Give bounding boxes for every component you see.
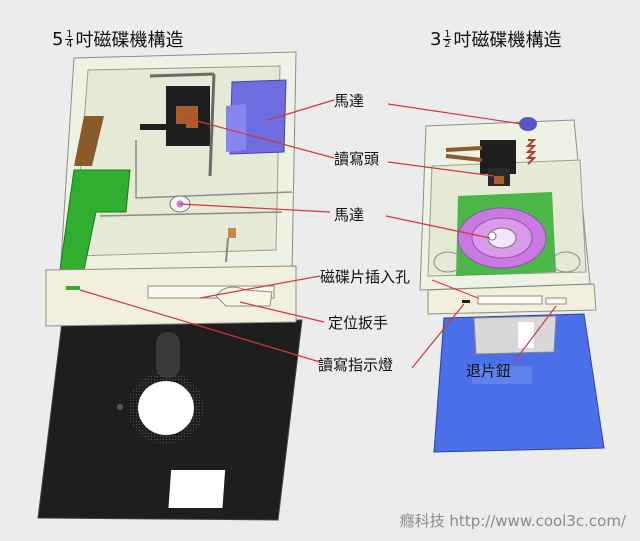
- watermark-footer: 癮科技 http://www.cool3c.com/: [399, 512, 626, 530]
- title-525: 5 1 4 吋磁碟機構造: [52, 26, 183, 52]
- floppy-35-disk: [433, 313, 605, 453]
- title-35: 3 1 2 吋磁碟機構造: [430, 26, 561, 52]
- callout-lines: [79, 99, 557, 369]
- floppy-525-disk: [37, 319, 303, 521]
- label-indicator-light: 讀寫指示燈: [318, 356, 394, 374]
- label-read-head: 讀寫頭: [334, 150, 380, 168]
- title-35-fraction: 1 2: [443, 28, 452, 50]
- title-35-whole: 3: [430, 28, 442, 50]
- label-motor-top: 馬達: [334, 92, 365, 110]
- title-525-fraction: 1 4: [65, 28, 74, 50]
- label-disk-slot: 磁碟片插入孔: [320, 268, 411, 286]
- title-525-text: 吋磁碟機構造: [75, 30, 184, 51]
- drive-525: [45, 51, 297, 327]
- title-35-text: 吋磁碟機構造: [453, 30, 562, 51]
- drive-35: [419, 117, 597, 315]
- label-lever: 定位扳手: [328, 314, 389, 332]
- label-motor-mid: 馬達: [334, 206, 365, 224]
- title-525-whole: 5: [52, 28, 64, 50]
- label-eject-button: 退片鈕: [466, 362, 512, 380]
